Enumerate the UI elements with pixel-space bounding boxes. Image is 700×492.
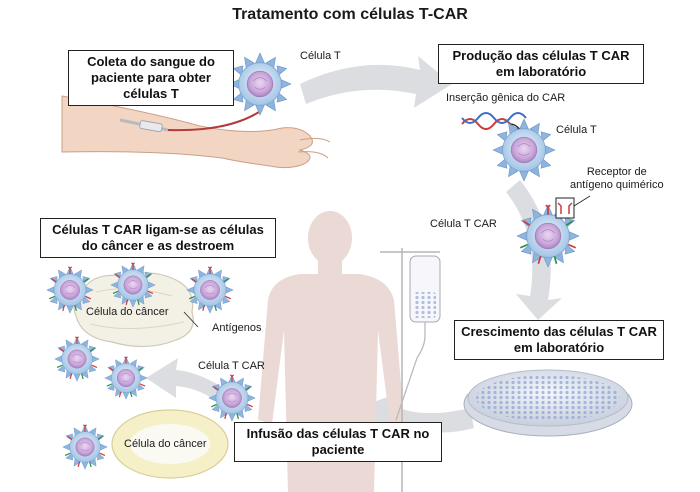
step-infuse-text: Infusão das células T CAR no paciente	[246, 426, 430, 457]
car-t-cell	[105, 357, 148, 400]
arrow-collect-to-lab	[300, 56, 452, 108]
car-t-cell	[209, 375, 255, 421]
receptor-inset	[555, 197, 575, 219]
arm	[61, 95, 331, 169]
label-antigens: Antígenos	[212, 322, 262, 334]
car-t-cell	[187, 267, 233, 313]
label-car-t-left: Célula T CAR	[198, 360, 265, 372]
step-kill-text: Células T CAR ligam-se as células do cân…	[52, 222, 264, 253]
step-collect-text: Coleta do sangue do paciente para obter …	[87, 54, 215, 101]
label-t-cell-right: Célula T	[556, 124, 597, 136]
step-collect-box: Coleta do sangue do paciente para obter …	[68, 50, 234, 106]
label-cancer-cell-2: Célula do câncer	[124, 438, 207, 450]
label-gene-insertion: Inserção gênica do CAR	[446, 92, 566, 104]
car-t-cell	[55, 337, 99, 381]
cancer-cell-2	[111, 409, 229, 479]
step-infuse-box: Infusão das células T CAR no paciente	[234, 422, 442, 462]
label-cancer-cell-1: Célula do câncer	[86, 306, 169, 318]
label-t-cell-top: Célula T	[300, 50, 341, 62]
iv-bag	[380, 248, 441, 492]
label-car-receptor-line1: Receptor de	[586, 166, 647, 178]
label-car-receptor-line2: antígeno quimérico	[570, 179, 664, 191]
car-t-cell	[63, 425, 107, 469]
step-produce-text: Produção das células T CAR em laboratóri…	[452, 48, 630, 79]
t-cell-top	[228, 52, 292, 116]
t-cell-right	[492, 118, 556, 182]
label-car-t-right: Célula T CAR	[430, 218, 497, 230]
diagram-title: Tratamento com células T-CAR	[232, 6, 468, 23]
label-car-receptor: Receptor de antígeno quimérico	[570, 166, 664, 192]
step-kill-box: Células T CAR ligam-se as células do cân…	[40, 218, 276, 258]
step-produce-box: Produção das células T CAR em laboratóri…	[438, 44, 644, 84]
step-grow-text: Crescimento das células T CAR em laborat…	[461, 324, 657, 355]
petri-dish	[463, 369, 633, 437]
step-grow-box: Crescimento das células T CAR em laborat…	[454, 320, 664, 360]
arrow-infusion-to-cancer	[146, 358, 230, 404]
